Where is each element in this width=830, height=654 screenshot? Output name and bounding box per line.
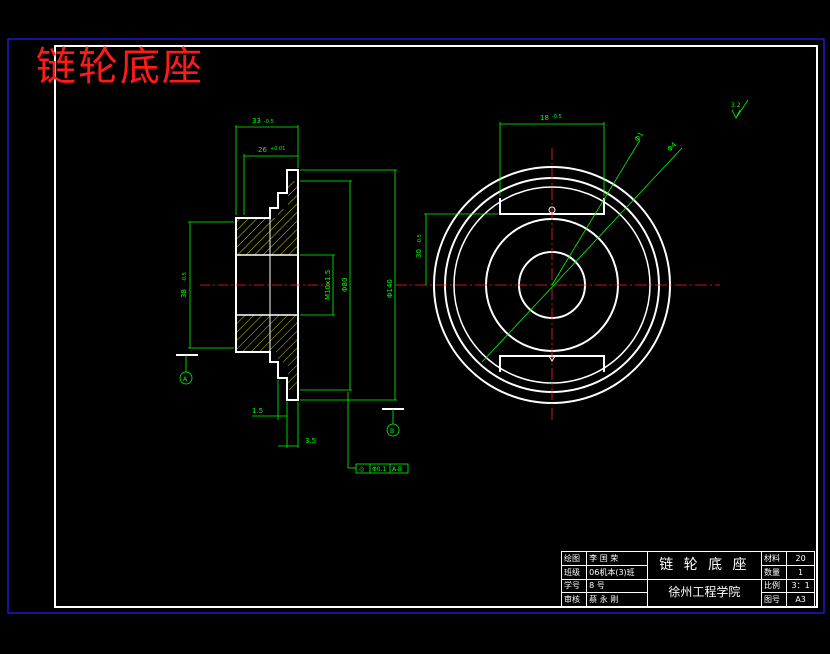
- dim-30: 30: [415, 249, 423, 258]
- section-outline: [235, 169, 299, 401]
- tol-30: -0.5: [417, 234, 423, 244]
- tol-38: -0.5: [182, 272, 188, 282]
- tb-material-value: 20: [786, 551, 815, 566]
- tb-student-label: 学号: [560, 578, 588, 594]
- tb-class-value: 06机本(3)班: [586, 564, 648, 580]
- tb-qty-value: 1: [786, 564, 815, 580]
- drawing-title: 链轮底座: [36, 44, 204, 90]
- tb-drawing-no-label: 图号: [761, 592, 788, 607]
- tb-scale-label: 比例: [761, 578, 788, 594]
- datum-b-label: B: [390, 428, 394, 435]
- datum-a-circle: [179, 371, 193, 385]
- tol-26: +0.01: [270, 146, 285, 152]
- title-block: 绘图 李 国 荣 链 轮 底 座 材料 20 班级 06机本(3)班 数量 1 …: [560, 551, 815, 607]
- outer-sheet-border: [7, 38, 825, 614]
- tb-drawing-no-value: A3: [786, 592, 815, 607]
- datum-a-label: A: [183, 376, 188, 383]
- drawing-frame: [54, 45, 818, 608]
- roughness-value: 3.2: [731, 102, 741, 109]
- tb-school: 徐州工程学院: [646, 578, 763, 607]
- tol-18: -0.5: [552, 114, 562, 120]
- tb-part-name: 链 轮 底 座: [646, 551, 763, 580]
- tb-qty-label: 数量: [761, 564, 788, 580]
- hatch-lower: [236, 315, 298, 390]
- dim-38: 38: [180, 289, 188, 298]
- geo-tol-symbol: ◎: [359, 466, 364, 473]
- tb-review-value: 蔡 永 刚: [586, 592, 648, 607]
- dim-phi4: Φ4: [666, 140, 679, 153]
- front-view: [395, 99, 749, 420]
- dim-phi140: Φ140: [386, 279, 394, 298]
- geo-tolerance-frame: [355, 463, 409, 474]
- geo-tol-ref: A-B: [392, 466, 402, 473]
- dim-3-5: 3.5: [305, 437, 316, 445]
- dim-1-5: 1.5: [252, 407, 263, 415]
- dim-phi80: Φ80: [341, 278, 349, 292]
- tol-33: -0.5: [264, 119, 274, 125]
- dim-33: 33: [252, 117, 261, 125]
- dim-phi1: Φ1: [633, 130, 645, 143]
- geo-tol-value: Φ0.1: [372, 466, 386, 473]
- tb-material-label: 材料: [761, 551, 788, 566]
- tb-scale-value: 3：1: [786, 578, 815, 594]
- tb-class-label: 班级: [560, 564, 588, 580]
- tb-student-value: 8 号: [586, 578, 648, 594]
- dim-m10: M10x1.5: [324, 270, 332, 300]
- section-view: [176, 125, 409, 474]
- tb-drawn-label: 绘图: [560, 551, 588, 566]
- dim-26: 26: [258, 146, 267, 154]
- tb-drawn-value: 李 国 荣: [586, 551, 648, 566]
- datum-b-circle: [386, 423, 400, 437]
- dim-18: 18: [540, 114, 549, 122]
- tb-review-label: 审核: [560, 592, 588, 607]
